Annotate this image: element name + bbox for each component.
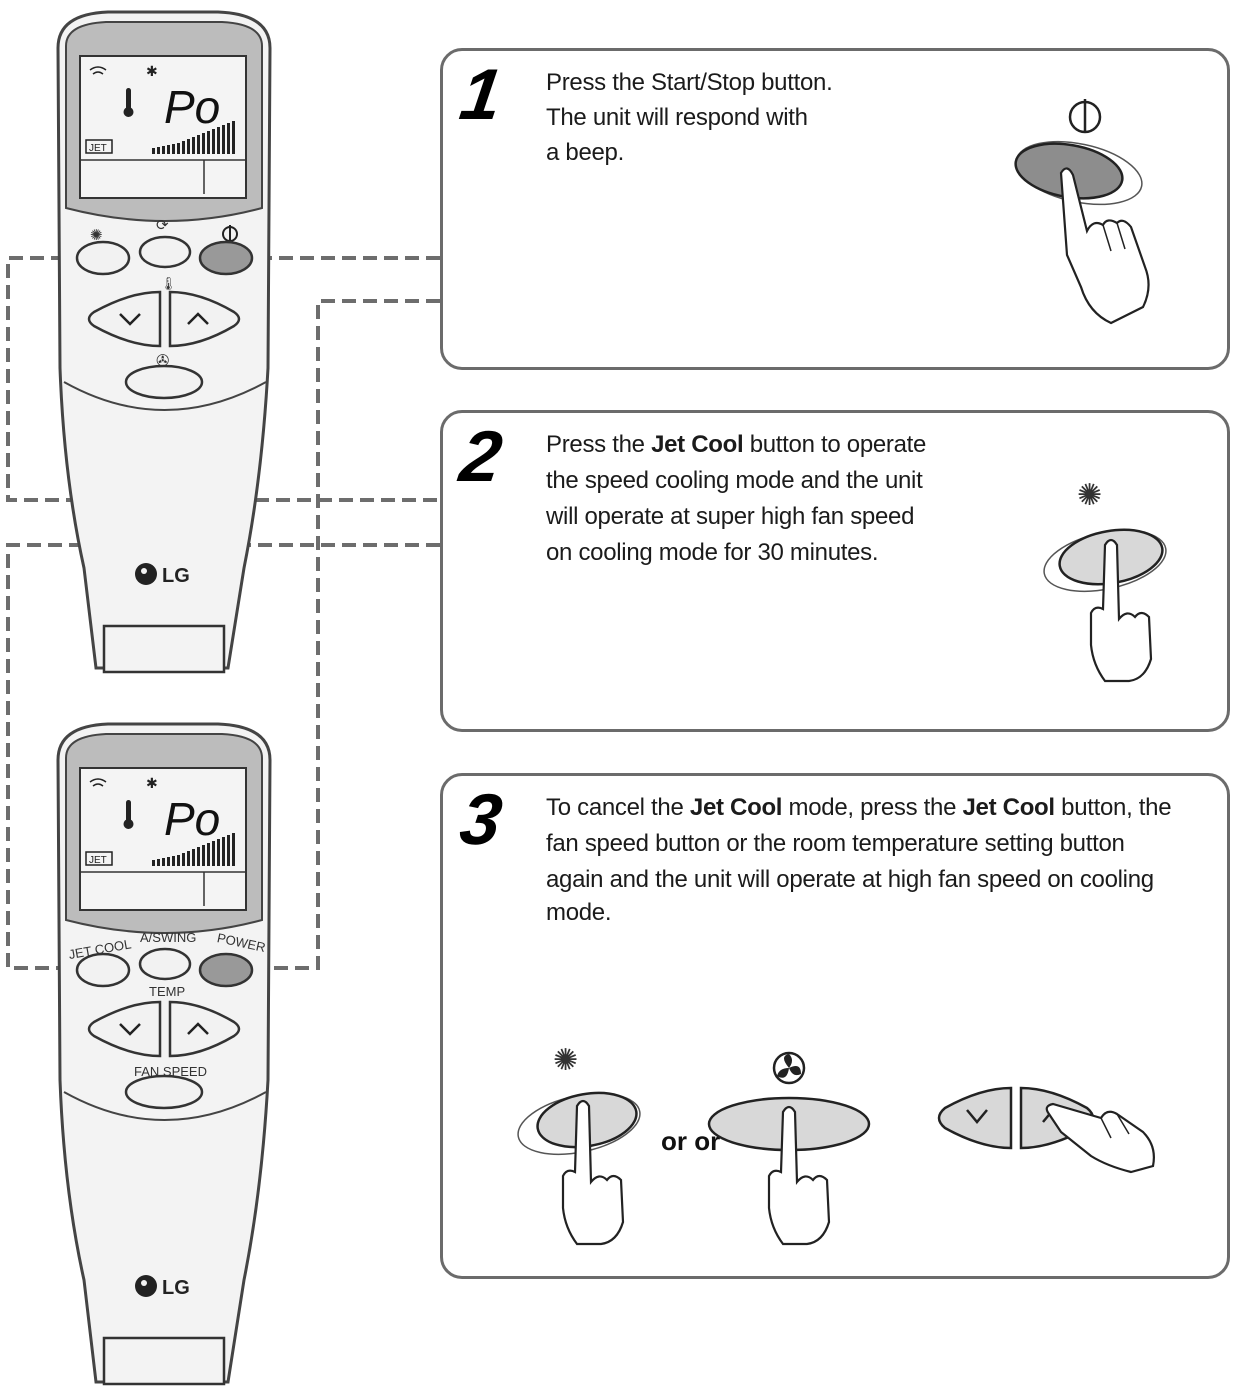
lg-logo-icon	[135, 563, 157, 585]
pointing-hand-icon	[561, 1099, 625, 1246]
lg-logo: LG	[162, 1277, 190, 1299]
step-3-text: To cancel the Jet Cool mode, press the J…	[546, 790, 1216, 928]
signal-icon	[89, 66, 107, 75]
lg-logo: LG	[162, 565, 190, 587]
power-button[interactable]	[198, 952, 254, 988]
power-icon	[1068, 99, 1102, 134]
power-button[interactable]	[198, 240, 254, 276]
thermometer-icon	[126, 88, 131, 110]
step-text-line: again and the unit will operate at high …	[546, 866, 1154, 893]
snowflake-icon: ✱	[146, 63, 158, 79]
step-2-panel: 2 Press the Jet Cool button to operate t…	[440, 410, 1230, 732]
swing-button[interactable]	[138, 947, 192, 981]
jet-cool-button[interactable]	[75, 952, 131, 988]
step-3-panel: 3 To cancel the Jet Cool mode, press the…	[440, 773, 1230, 1279]
temp-icon: 🌡	[160, 276, 177, 291]
remote-control-bottom: ✱ JET Po JET COOL A/SWING POWER TEMP FAN…	[56, 722, 272, 1386]
fan-speed-button[interactable]	[124, 1074, 204, 1110]
pointing-hand-icon	[1045, 1102, 1155, 1174]
step-1-text: Press the Start/Stop button. The unit wi…	[546, 65, 833, 170]
a-swing-label: A/SWING	[140, 930, 196, 945]
step-text-line: The unit will respond with	[546, 104, 808, 131]
chevron-down-icon	[119, 313, 141, 326]
fan-level-bars	[152, 121, 235, 154]
remote-control-top: ✱ JET Po ✺ ⟳ 🌡 ✇ LG	[56, 10, 272, 674]
lg-logo-icon	[135, 1275, 157, 1297]
step-number: 1	[455, 55, 507, 135]
step-number: 2	[455, 417, 507, 497]
step-number: 3	[455, 780, 507, 860]
jet-cool-icon: ✺	[553, 1044, 578, 1077]
step-1-panel: 1 Press the Start/Stop button. The unit …	[440, 48, 1230, 370]
press-power-illustration	[1014, 99, 1150, 325]
fan-icon	[772, 1051, 806, 1085]
step-text-line: the speed cooling mode and the unit	[546, 467, 923, 494]
step-text-line: To cancel the Jet Cool mode, press the J…	[546, 794, 1172, 821]
swing-button[interactable]	[138, 235, 192, 269]
fan-speed-label: FAN SPEED	[134, 1064, 207, 1079]
chevron-up-icon	[187, 1022, 209, 1035]
step-text-line: mode.	[546, 899, 612, 926]
pointing-hand-icon	[767, 1105, 831, 1246]
press-jet-cool-illustration: ✺	[1043, 479, 1167, 683]
chevron-up-icon	[187, 312, 209, 325]
lcd-code: Po	[164, 81, 220, 133]
jet-cool-icon: ✺	[1077, 479, 1102, 512]
chevron-down-icon	[119, 1023, 141, 1036]
thermometer-icon	[126, 800, 131, 822]
step-text-line: on cooling mode for 30 minutes.	[546, 539, 879, 566]
press-jet-cool-illustration: ✺	[517, 1044, 641, 1246]
jet-cool-button[interactable]	[75, 240, 131, 276]
chevron-down-icon	[966, 1109, 988, 1124]
temp-label: TEMP	[149, 984, 185, 999]
pointing-hand-icon	[1089, 538, 1153, 683]
lcd-code: Po	[164, 793, 220, 845]
press-temp-illustration	[937, 1086, 1155, 1174]
swing-icon: ⟳	[156, 217, 169, 234]
snowflake-icon: ✱	[146, 775, 158, 791]
step-text-line: will operate at super high fan speed	[546, 503, 915, 530]
press-fan-speed-illustration	[707, 1051, 871, 1246]
jet-badge: JET	[89, 143, 107, 154]
step-text-line: a beep.	[546, 139, 624, 166]
fan-level-bars	[152, 833, 235, 866]
step-2-text: Press the Jet Cool button to operate the…	[546, 427, 926, 571]
fan-speed-button[interactable]	[124, 364, 204, 400]
jet-cool-icon: ✺	[90, 227, 103, 244]
step-text-line: fan speed button or the room temperature…	[546, 830, 1125, 857]
pointing-hand-icon	[1059, 167, 1150, 325]
step-text-line: Press the Start/Stop button.	[546, 69, 833, 96]
step-text-line: Press the Jet Cool button to operate	[546, 431, 927, 458]
jet-badge: JET	[89, 855, 107, 866]
signal-icon	[89, 778, 107, 787]
